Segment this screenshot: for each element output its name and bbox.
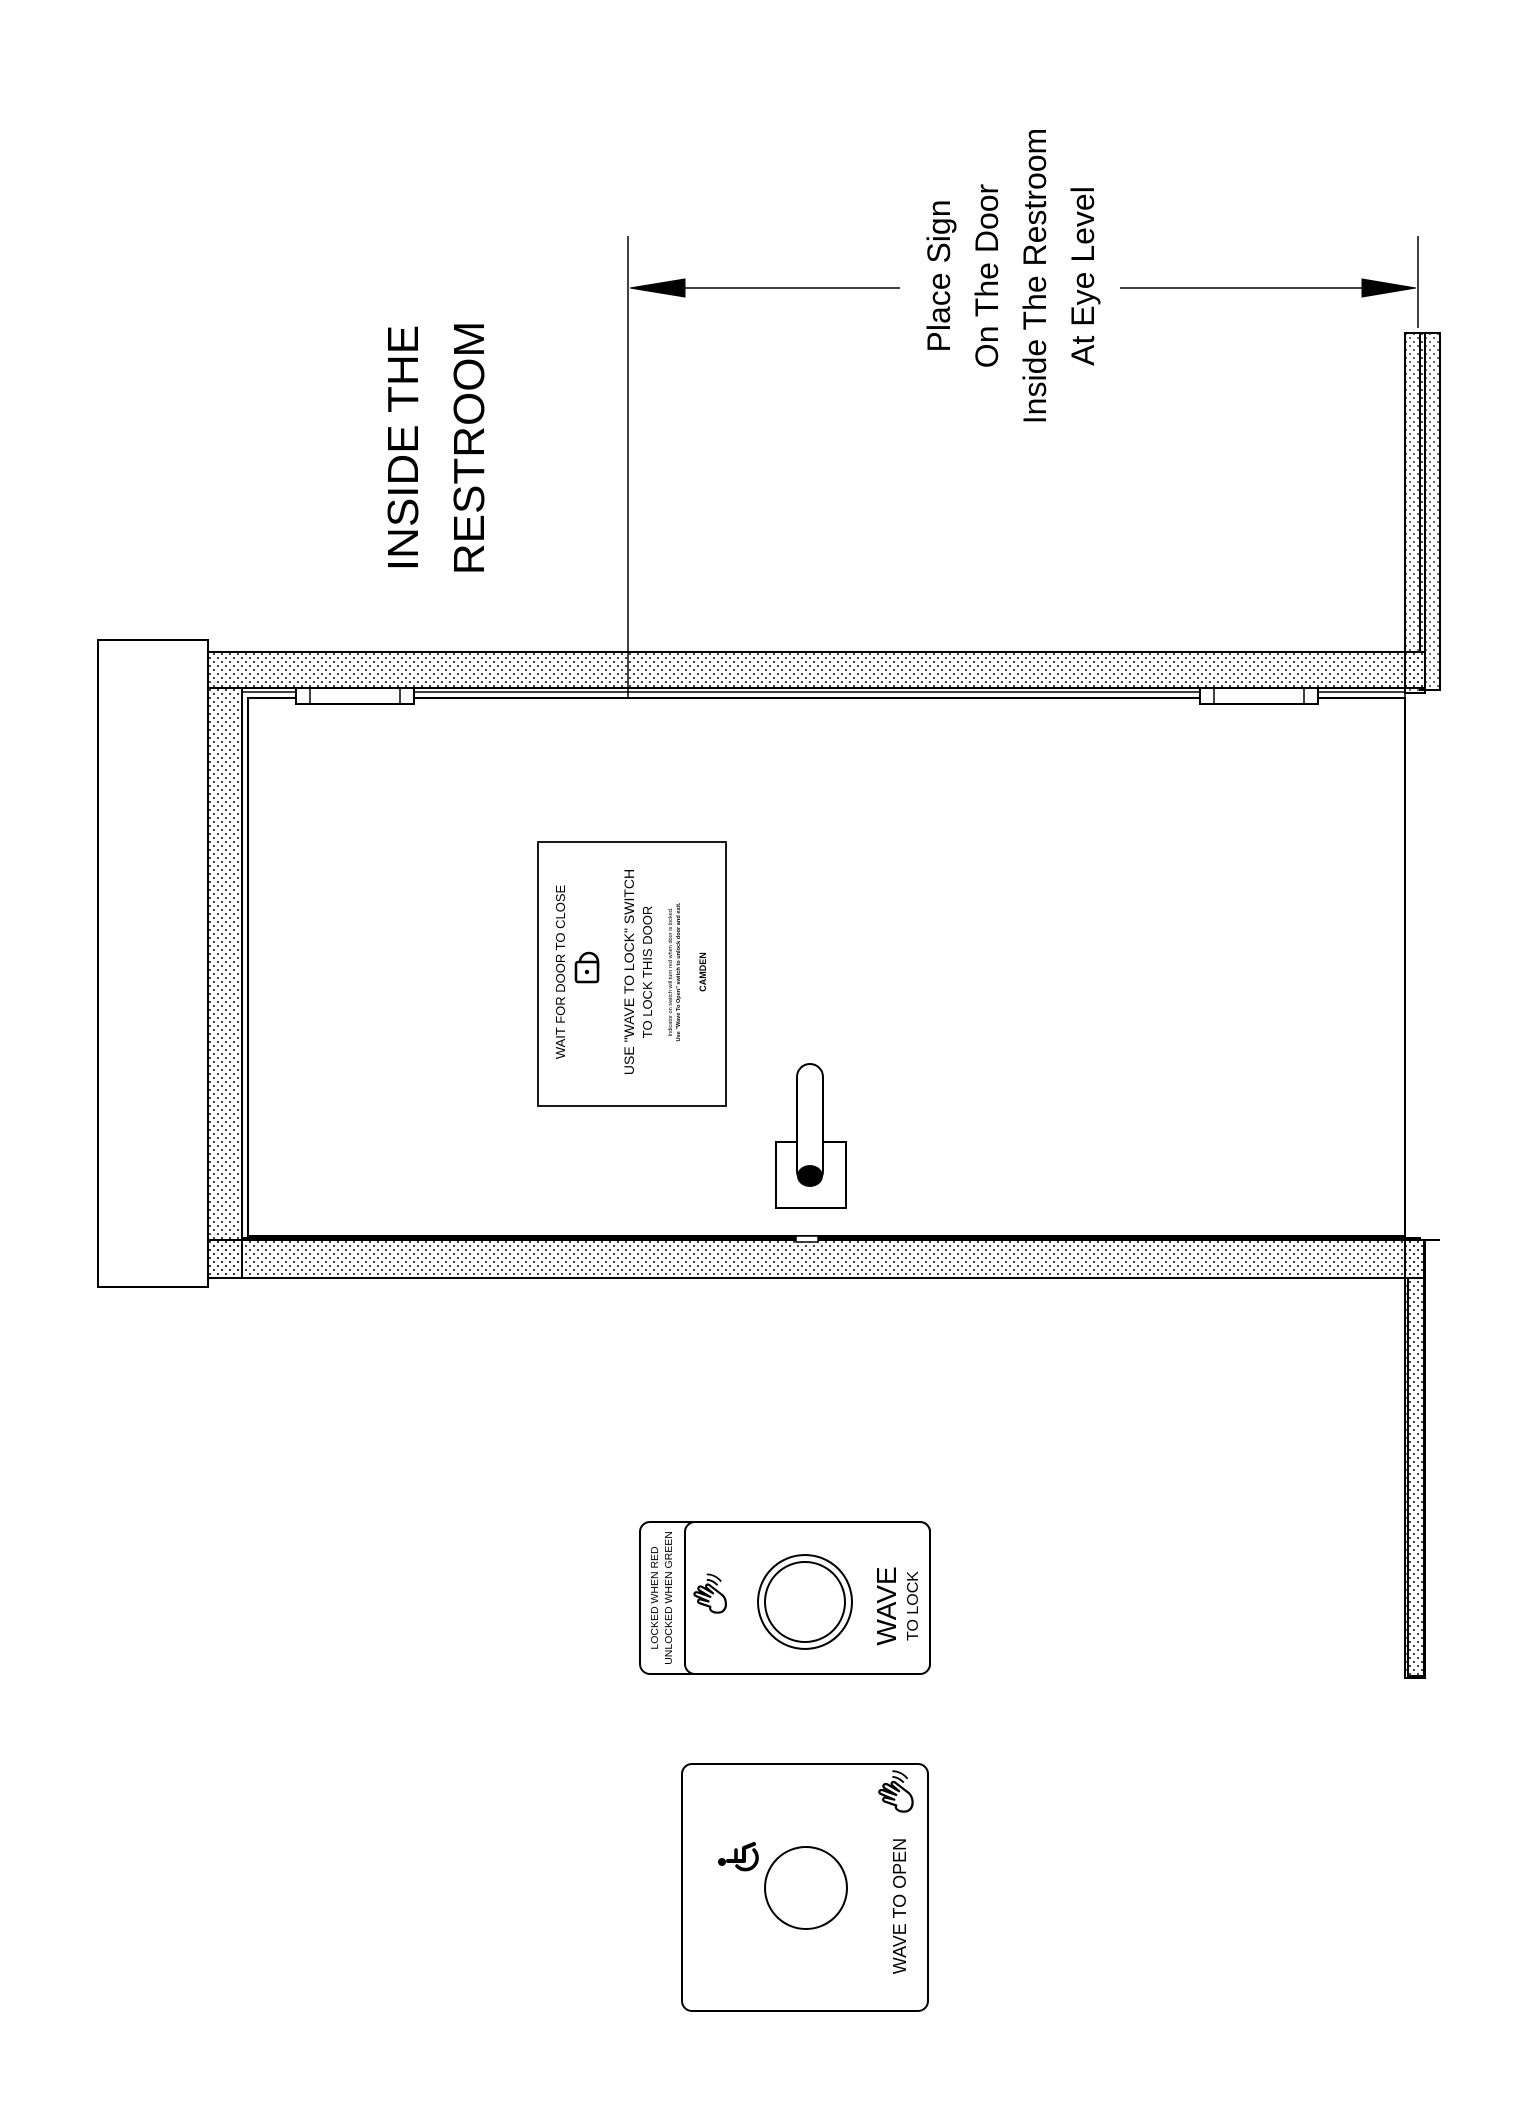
lock-label-main: WAVE	[871, 1566, 902, 1645]
door-sign-line3: TO LOCK THIS DOOR	[640, 906, 655, 1038]
door-sign-small2: Use "Wave To Open" switch to unlock door…	[676, 902, 682, 1041]
frame-bottom	[207, 1239, 1426, 1279]
door-sign-line2: USE "WAVE TO LOCK" SWITCH	[621, 869, 637, 1075]
wave-to-lock-switch: LOCKED WHEN RED UNLOCKED WHEN GREEN WAVE…	[639, 1521, 931, 1675]
hinge-top-left	[295, 687, 415, 705]
arrowhead-right	[1361, 278, 1417, 298]
dimension-note-line1: Place Sign	[921, 200, 957, 353]
door-operator-header	[97, 639, 209, 1288]
open-sensor	[764, 1846, 848, 1930]
wall-lower	[1404, 1239, 1426, 1679]
dimension-note-line3: Inside The Restroom	[1017, 128, 1053, 424]
open-label: WAVE TO OPEN	[890, 1838, 910, 1974]
wheelchair-icon	[718, 1842, 759, 1872]
dimension-note-line2: On The Door	[969, 183, 1005, 368]
door-sign: WAIT FOR DOOR TO CLOSE USE "WAVE TO LOCK…	[537, 841, 727, 1107]
frame-jamb	[207, 687, 243, 1279]
door-handle	[775, 1063, 847, 1209]
dimension-note-line4: At Eye Level	[1065, 186, 1101, 366]
door-sign-small1: Indicator on switch will turn red when d…	[668, 907, 674, 1036]
hinge-top-right	[1199, 687, 1319, 705]
wall-upper	[1404, 332, 1426, 694]
door-sign-logo: CAMDEN	[698, 952, 708, 992]
arrowhead-left	[629, 278, 686, 298]
door-sign-line1: WAIT FOR DOOR TO CLOSE	[553, 885, 568, 1060]
wave-to-open-switch: WAVE TO OPEN	[681, 1763, 929, 2012]
lock-indicator-line2: UNLOCKED WHEN GREEN	[663, 1531, 675, 1665]
lock-sensor-inner	[764, 1561, 846, 1643]
heading-line1: INSIDE THE	[379, 325, 428, 571]
padlock-icon	[574, 951, 600, 984]
heading-line2: RESTROOM	[445, 321, 494, 575]
door-gap-mark	[795, 1235, 819, 1243]
lock-indicator-line1: LOCKED WHEN RED	[649, 1546, 661, 1650]
frame-top	[207, 651, 1426, 689]
lock-label-sub: TO LOCK	[905, 1571, 922, 1641]
